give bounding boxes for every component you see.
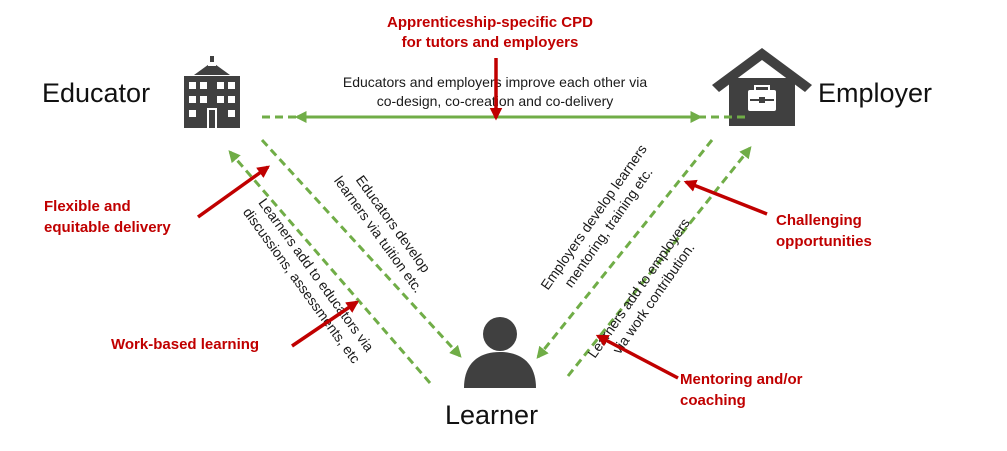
cpd-label-line1: Apprenticeship-specific CPD — [387, 14, 593, 31]
flexible-arrow — [196, 165, 271, 219]
cpd-label-line2: for tutors and employers — [402, 34, 579, 51]
flexible-label-line1: Flexible and — [44, 198, 131, 215]
work-based-learning-label: Work-based learning — [111, 336, 259, 353]
employer-label: Employer — [818, 78, 932, 108]
flexible-label-line2: equitable delivery — [44, 219, 171, 236]
mentoring-label-line2: coaching — [680, 392, 746, 409]
school-building-icon — [184, 56, 240, 128]
mentoring-arrow — [595, 334, 679, 380]
emp-to-learner-line1: Employers develop learners — [537, 141, 650, 292]
person-icon — [464, 317, 536, 388]
educator-label: Educator — [42, 78, 150, 108]
challenging-label-line1: Challenging — [776, 212, 862, 229]
flow-arrow-edu-to-learner — [260, 138, 462, 358]
challenging-arrow — [683, 179, 768, 216]
flow-arrow-emp-to-learner — [536, 139, 714, 359]
challenging-label-line2: opportunities — [776, 233, 872, 250]
work-based-learning-arrow — [291, 300, 360, 348]
flow-arrow-learner-to-edu — [228, 150, 432, 384]
mentoring-label-line1: Mentoring and/or — [680, 371, 803, 388]
learner-label: Learner — [445, 400, 538, 430]
flow-arrow-learner-to-emp — [566, 146, 752, 377]
briefcase-house-icon — [712, 48, 812, 126]
